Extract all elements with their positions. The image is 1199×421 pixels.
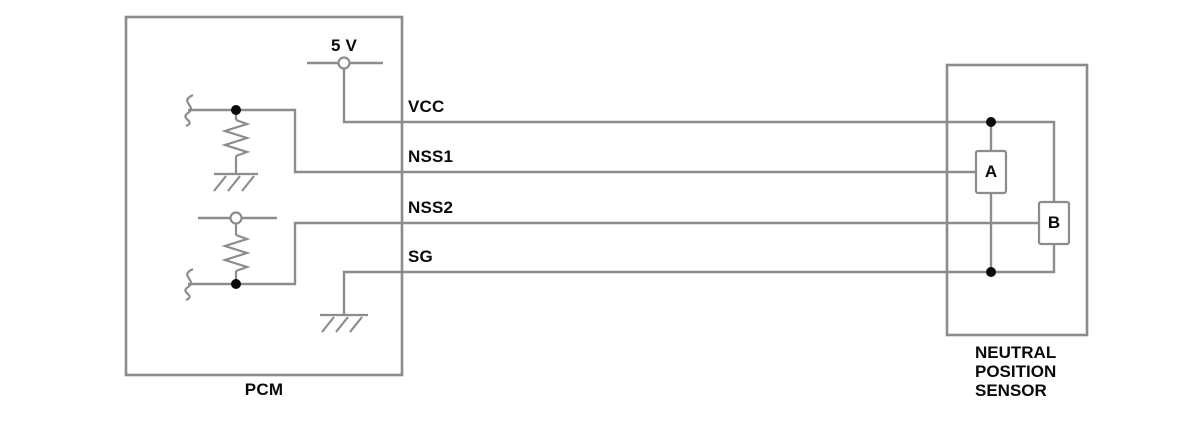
pin-label-nss1: NSS1 (408, 147, 454, 166)
component-b-box (1037, 200, 1071, 246)
wire-nss1 (188, 108, 977, 174)
sensor-label: NEUTRAL POSITION SENSOR (975, 343, 1056, 400)
sensor-label-line3: SENSOR (975, 381, 1047, 400)
ground2-icon (320, 313, 368, 333)
resistor1-icon (221, 118, 251, 158)
pin-label-vcc: VCC (408, 97, 445, 116)
wire-sg (342, 244, 1056, 315)
ground1-icon (213, 172, 258, 192)
wire-break-icon (184, 94, 194, 128)
sensor-label-line2: POSITION (975, 362, 1057, 381)
sensor-label-line1: NEUTRAL (975, 343, 1057, 362)
supply-terminal-icon (337, 56, 351, 70)
pcm-label: PCM (244, 380, 284, 399)
pin-label-sg: SG (408, 247, 433, 266)
wire-break-icon (184, 268, 194, 302)
junction-dot (986, 117, 996, 127)
junction-dot (231, 279, 241, 289)
supply-voltage-label: 5 V (330, 36, 358, 55)
sensor-box (945, 63, 1089, 337)
wire-vcc (342, 68, 1056, 202)
supply-terminal-icon (229, 211, 243, 225)
pcm-box (124, 15, 404, 377)
pin-label-nss2: NSS2 (408, 198, 454, 217)
junction-dot (986, 267, 996, 277)
component-a-box (974, 149, 1008, 195)
junction-dot (231, 105, 241, 115)
wire-nss2 (188, 221, 1039, 286)
component-b-label: B (1047, 213, 1061, 232)
component-a-label: A (984, 162, 998, 181)
resistor2-icon (221, 233, 251, 273)
